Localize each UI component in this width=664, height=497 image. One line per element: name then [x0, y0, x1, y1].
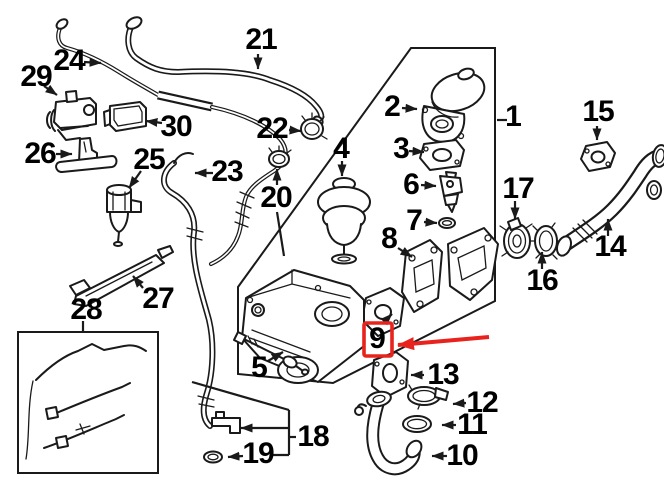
part-12-clamp-sketch — [407, 384, 449, 410]
part-callout-15[interactable]: 15 — [582, 95, 614, 128]
part-3-gasket-sketch — [419, 139, 465, 171]
highlight-arrow — [397, 335, 490, 351]
part-callout-11[interactable]: 11 — [457, 408, 488, 441]
part-callout-6[interactable]: 6 — [403, 168, 420, 201]
part-callout-27[interactable]: 27 — [142, 282, 174, 315]
part-2-egr-valve-sketch — [421, 67, 486, 143]
assembly-outline — [237, 47, 496, 385]
part-callout-2[interactable]: 2 — [384, 90, 401, 123]
part-18-hose-sketch — [161, 152, 241, 434]
part-17-clamp-sketch — [499, 217, 533, 259]
part-callout-23[interactable]: 23 — [211, 155, 243, 188]
part-callout-24[interactable]: 24 — [53, 44, 85, 77]
part-10-pipe-sketch — [354, 390, 423, 476]
part-21-hose-sketch — [125, 16, 325, 127]
part-callout-18[interactable]: 18 — [297, 420, 329, 453]
part-callout-21[interactable]: 21 — [245, 23, 277, 56]
part-callout-5[interactable]: 5 — [251, 351, 268, 384]
kit-box-outline — [17, 331, 159, 474]
part-7-oring-sketch — [438, 217, 456, 229]
part-30-bracket-sketch — [103, 101, 147, 132]
part-callout-7[interactable]: 7 — [406, 204, 423, 237]
part-callout-22[interactable]: 22 — [256, 112, 288, 145]
part-26-bracket-sketch — [55, 137, 118, 173]
part-callout-25[interactable]: 25 — [133, 143, 165, 176]
part-callout-9[interactable]: 9 — [369, 322, 386, 355]
part-callout-3[interactable]: 3 — [393, 132, 410, 165]
part-callout-16[interactable]: 16 — [526, 264, 558, 297]
highlight-box — [362, 321, 394, 358]
part-callout-10[interactable]: 10 — [446, 439, 478, 472]
part-6-sensor-sketch — [439, 171, 463, 213]
part-13-gasket-sketch — [371, 351, 409, 398]
part-callout-26[interactable]: 26 — [24, 137, 56, 170]
part-29-valve-sketch — [46, 90, 97, 141]
part-25-solenoid-sketch — [106, 184, 142, 247]
part-callout-12[interactable]: 12 — [466, 386, 498, 419]
part-callout-29[interactable]: 29 — [20, 60, 52, 93]
part-4-diaphragm-sketch — [317, 177, 371, 265]
part-callout-30[interactable]: 30 — [160, 110, 192, 143]
part-callout-14[interactable]: 14 — [594, 230, 626, 263]
part-15-gasket-sketch — [580, 141, 616, 172]
part-11-oring-sketch — [402, 415, 432, 433]
part-callout-4[interactable]: 4 — [333, 132, 350, 165]
part-14-pipe-sketch — [555, 144, 664, 257]
part-callout-1[interactable]: 1 — [505, 100, 522, 133]
part-8-plates-sketch — [401, 227, 499, 313]
part-callout-19[interactable]: 19 — [242, 437, 274, 470]
part-callout-8[interactable]: 8 — [381, 222, 398, 255]
part-callout-20[interactable]: 20 — [260, 181, 292, 214]
leader-lines — [43, 54, 613, 461]
part-27-bracket-sketch — [69, 245, 174, 307]
part-20-clamp-sketch — [268, 145, 292, 168]
part-callout-13[interactable]: 13 — [427, 358, 459, 391]
part-24-hose-sketch — [55, 18, 288, 267]
part-19-oring-sketch — [203, 450, 223, 464]
part-callout-28[interactable]: 28 — [70, 293, 102, 326]
part-callout-17[interactable]: 17 — [502, 172, 534, 205]
kit-28-harness-sketch — [25, 343, 147, 460]
